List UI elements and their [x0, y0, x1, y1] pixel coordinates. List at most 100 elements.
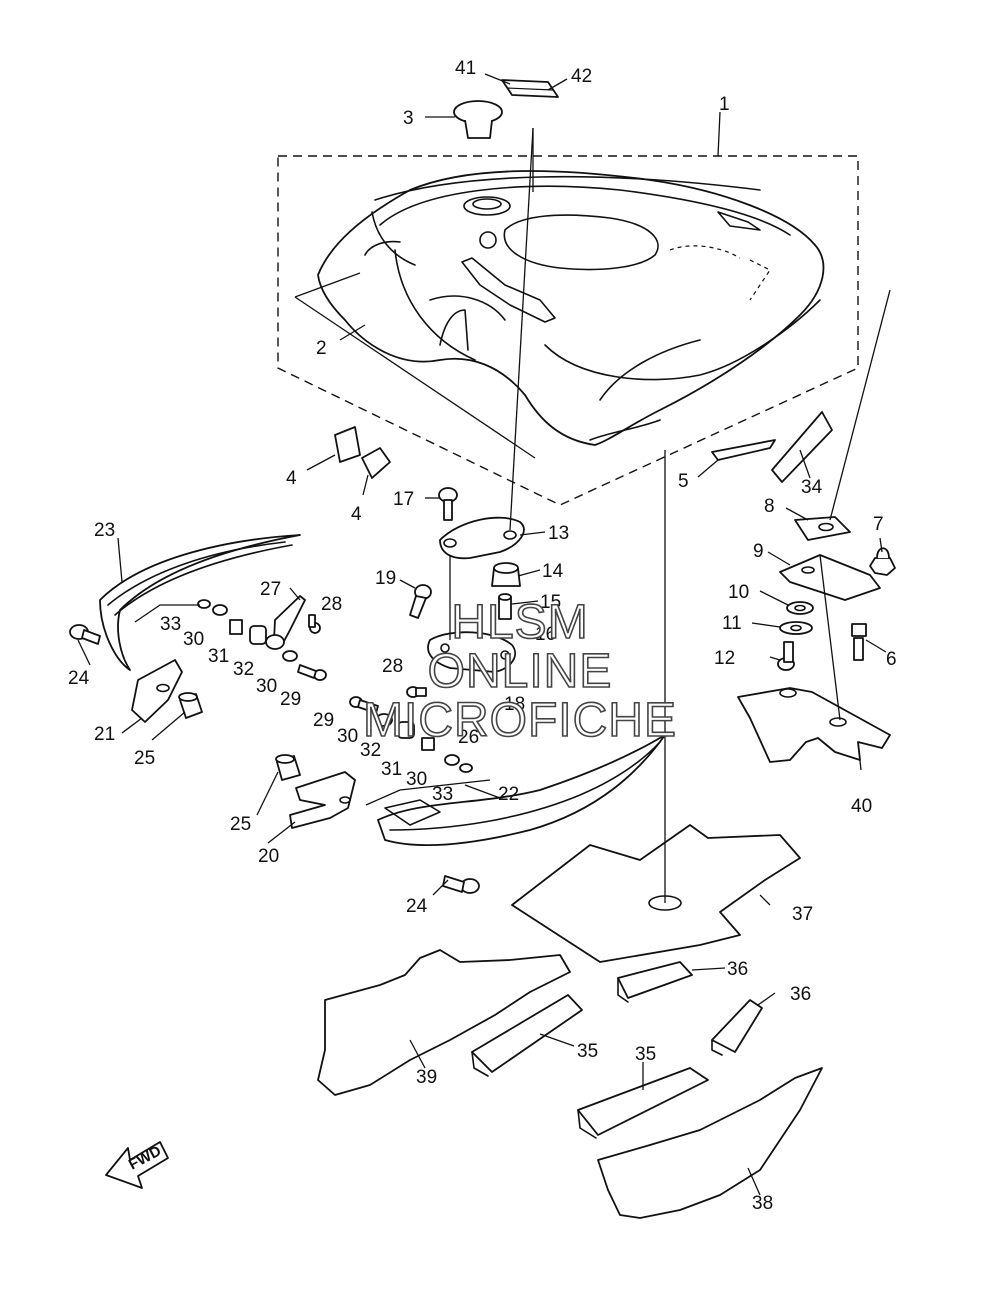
- callout-17: 17: [393, 489, 414, 510]
- collar-31-lower: [421, 737, 435, 751]
- callout-32-a: 32: [233, 659, 254, 680]
- callout-25-lower: 25: [230, 814, 251, 835]
- callout-28-upper: 28: [321, 594, 342, 615]
- bracket-40: [737, 687, 891, 763]
- screw-29-a: [297, 664, 327, 681]
- callout-21: 21: [94, 724, 115, 745]
- callout-36-right: 36: [790, 984, 811, 1005]
- callout-30-b: 30: [256, 676, 277, 697]
- callout-7: 7: [873, 514, 884, 535]
- rubber-8: [794, 516, 851, 541]
- side-cover-22: [377, 734, 666, 847]
- callout-28-lower: 28: [382, 656, 403, 677]
- callout-2: 2: [316, 338, 327, 359]
- callout-4-lower: 4: [351, 504, 362, 525]
- bracket-21: [131, 659, 183, 723]
- callout-20: 20: [258, 846, 279, 867]
- nut-7: [869, 547, 896, 576]
- washer-11: [779, 621, 813, 635]
- washer-33-b: [459, 763, 473, 773]
- collar-31-upper: [229, 619, 243, 635]
- decal-4-upper: [334, 426, 361, 463]
- bracket-13: [439, 516, 525, 560]
- callout-38: 38: [752, 1193, 773, 1214]
- bush-32-upper: [249, 625, 267, 645]
- leader-lines: [77, 73, 891, 1196]
- callout-33-a: 33: [160, 614, 181, 635]
- decal-4-lower: [361, 447, 391, 479]
- side-cover-23: [99, 534, 301, 671]
- callout-18: 18: [504, 694, 525, 715]
- callout-35-upper: 35: [577, 1041, 598, 1062]
- callout-8: 8: [764, 496, 775, 517]
- callout-3: 3: [403, 108, 414, 129]
- callout-30-d: 30: [406, 769, 427, 790]
- callout-32-b: 32: [360, 740, 381, 761]
- screw-28-lower: [406, 686, 427, 698]
- callout-24-left: 24: [68, 668, 90, 689]
- callout-31-a: 31: [208, 646, 229, 667]
- bolt-19: [409, 584, 432, 619]
- bracket-9: [779, 554, 881, 601]
- cover-39: [317, 949, 571, 1096]
- callout-5: 5: [678, 471, 689, 492]
- watermark-line-2: ONLINE: [428, 645, 613, 698]
- callout-30-a: 30: [183, 629, 204, 650]
- fuel-tank: [317, 170, 825, 446]
- emblem-sticker: [501, 79, 559, 98]
- callout-37: 37: [792, 904, 813, 925]
- watermark-line-3: MICROFICHE: [363, 694, 677, 747]
- stud-6: [851, 623, 867, 661]
- bolt-24-lower: [442, 875, 480, 894]
- screw-28-upper: [308, 614, 321, 634]
- callout-16: 16: [535, 624, 556, 645]
- callout-33-b: 33: [432, 784, 453, 805]
- washer-30-c: [375, 713, 393, 727]
- callout-22: 22: [498, 784, 519, 805]
- plate-18: [427, 631, 517, 673]
- callout-10: 10: [728, 582, 749, 603]
- damper-14: [491, 562, 521, 587]
- pad-36-right: [711, 999, 763, 1056]
- bracket-20: [289, 771, 356, 829]
- bolt-24-left: [69, 624, 101, 645]
- bolt-12: [777, 641, 795, 671]
- callout-9: 9: [753, 541, 764, 562]
- callout-24-lower: 24: [406, 896, 428, 917]
- callout-15: 15: [540, 592, 561, 613]
- callout-25-left: 25: [134, 748, 155, 769]
- cover-38: [597, 1067, 823, 1219]
- callout-23: 23: [94, 520, 115, 541]
- callout-30-c: 30: [337, 726, 358, 747]
- grommet-32-collar: [265, 634, 285, 650]
- watermark-line-1: HLSM: [451, 596, 588, 649]
- callout-29-right: 29: [280, 689, 301, 710]
- decal-5: [711, 439, 776, 461]
- washer-30-a: [212, 604, 228, 616]
- tank-assembly-outline: [277, 155, 859, 506]
- callout-27: 27: [260, 579, 281, 600]
- callout-39: 39: [416, 1067, 437, 1088]
- washer-10: [786, 601, 814, 615]
- callout-34: 34: [801, 477, 823, 498]
- decal-34: [771, 411, 833, 483]
- callout-41: 41: [455, 58, 476, 79]
- callout-1: 1: [719, 94, 730, 115]
- callout-14: 14: [542, 561, 564, 582]
- callout-numbers: 1 2 3 4 4 5 6 7 8 9 10 11 12 13 14 15 16…: [68, 58, 897, 1214]
- callout-19: 19: [375, 568, 396, 589]
- callout-4-upper: 4: [286, 468, 297, 489]
- bolt-17: [438, 487, 458, 521]
- callout-12: 12: [714, 648, 735, 669]
- collar-15: [498, 593, 512, 620]
- callout-13: 13: [548, 523, 569, 544]
- pad-35-lower: [577, 1067, 709, 1139]
- heat-shield-37: [511, 824, 801, 963]
- pad-36-left: [617, 961, 693, 1003]
- callout-26: 26: [458, 727, 479, 748]
- bush-32-lower: [397, 721, 415, 739]
- pad-35-upper: [471, 994, 583, 1077]
- washer-30-d: [444, 754, 460, 766]
- damper-25-lower: [275, 754, 301, 781]
